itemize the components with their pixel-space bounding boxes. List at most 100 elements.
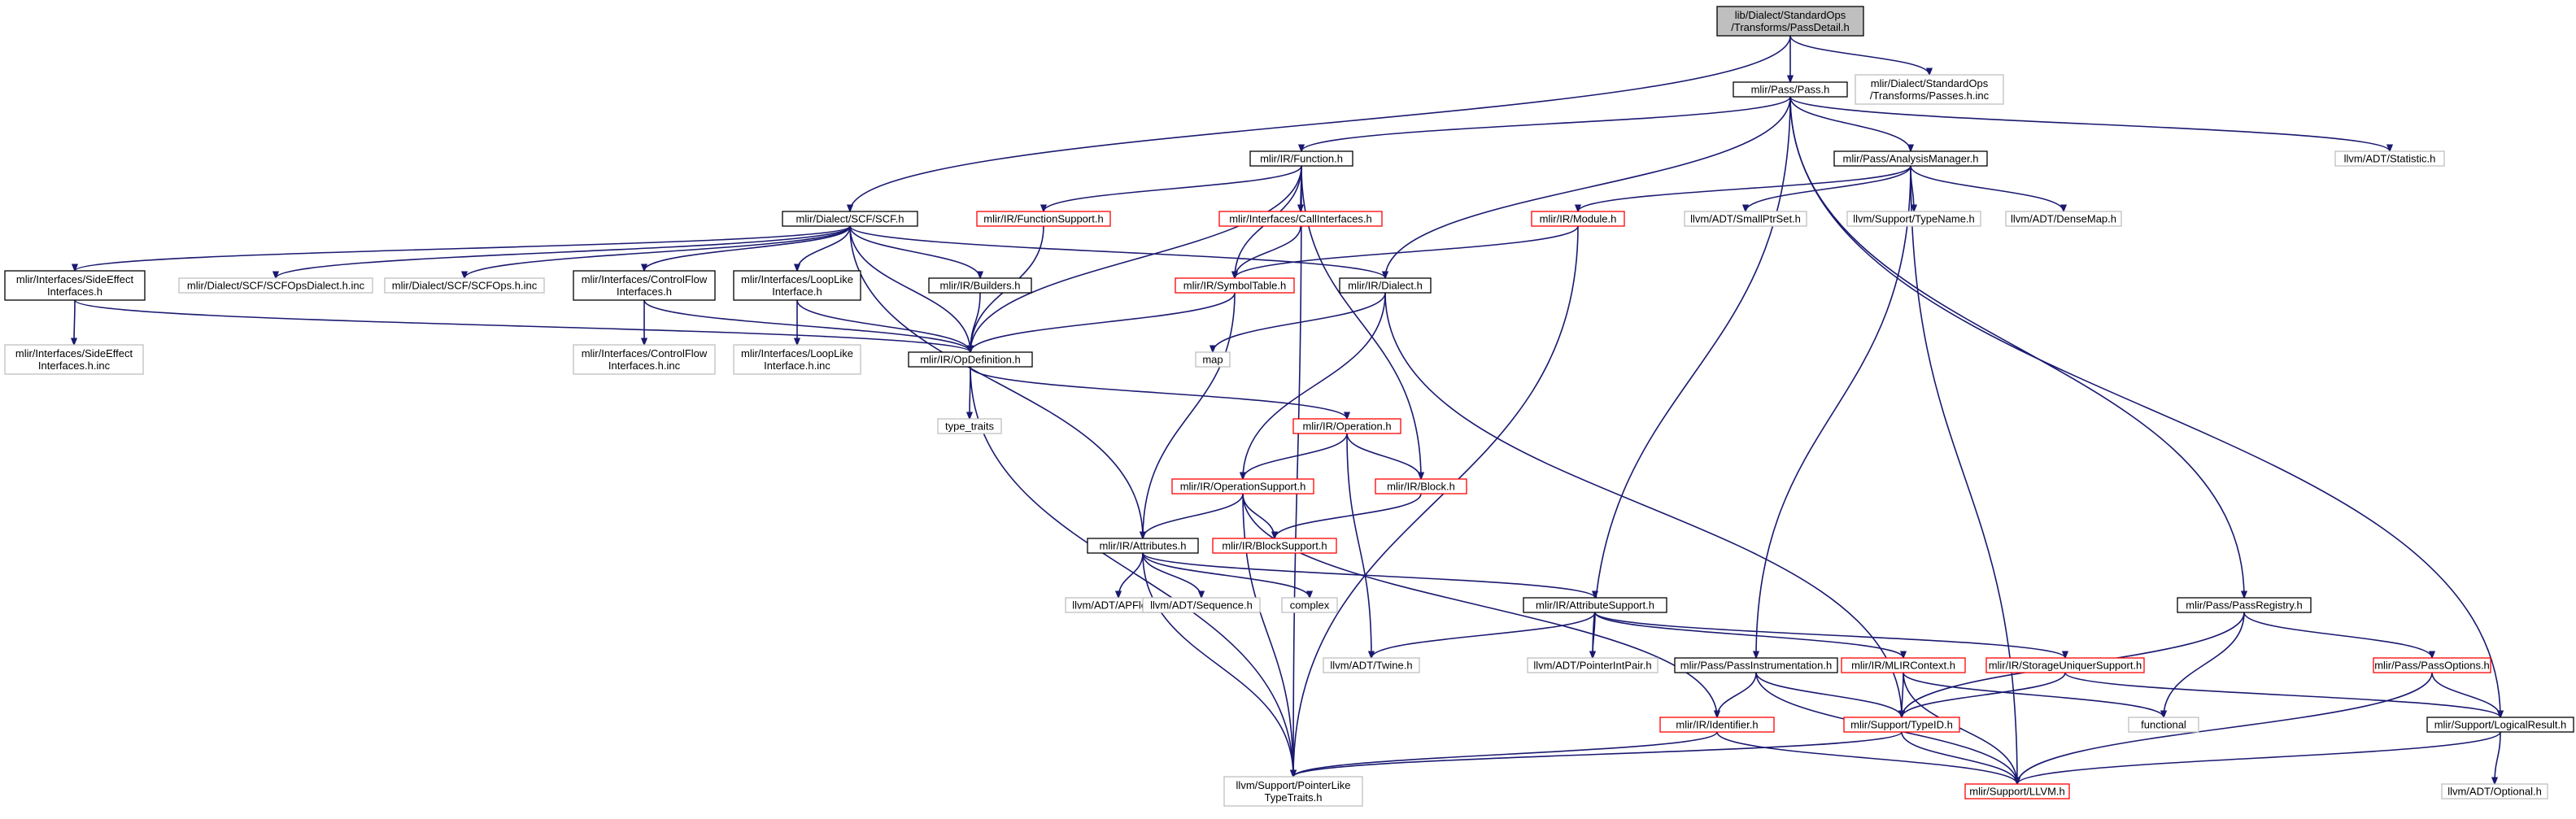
node-label: mlir/Interfaces/ControlFlow	[582, 273, 708, 285]
edge-attributes-to-pointerlike	[1142, 552, 1293, 777]
node-scfops_inc[interactable]: mlir/Dialect/SCF/SCFOps.h.inc	[384, 277, 545, 294]
node-box	[1292, 418, 1401, 434]
node-box	[2373, 657, 2491, 673]
node-typeid[interactable]: mlir/Support/TypeID.h	[1843, 717, 1960, 733]
node-function[interactable]: mlir/IR/Function.h	[1249, 150, 1353, 167]
node-sideeffect_inc[interactable]: mlir/Interfaces/SideEffectInterfaces.h.i…	[4, 344, 144, 375]
node-passinstr[interactable]: mlir/Pass/PassInstrumentation.h	[1674, 657, 1838, 673]
node-box	[2441, 783, 2548, 799]
edge-scf-to-scfops_inc	[464, 225, 851, 278]
node-label: llvm/ADT/Twine.h	[1330, 660, 1412, 672]
node-box	[1212, 538, 1337, 554]
node-twine[interactable]: llvm/ADT/Twine.h	[1323, 657, 1420, 673]
node-logicalresult[interactable]: mlir/Support/LogicalResult.h	[2426, 717, 2574, 733]
node-typename[interactable]: llvm/Support/TypeName.h	[1846, 211, 1981, 227]
edge-identifier-to-pointerlike	[1293, 731, 1718, 778]
node-label: mlir/Pass/PassOptions.h	[2374, 660, 2490, 672]
node-storageuniquer[interactable]: mlir/IR/StorageUniquerSupport.h	[1985, 657, 2145, 673]
node-map[interactable]: map	[1195, 351, 1231, 368]
node-label: mlir/IR/AttributeSupport.h	[1536, 599, 1654, 612]
node-label: llvm/ADT/PointerIntPair.h	[1533, 660, 1651, 672]
node-box	[1716, 6, 1864, 37]
node-label: Interface.h	[772, 285, 822, 298]
node-identifier[interactable]: mlir/IR/Identifier.h	[1659, 717, 1775, 733]
edge-passoptions-to-llvmh	[2017, 672, 2433, 784]
node-box	[1175, 277, 1295, 294]
node-box	[2128, 717, 2199, 733]
node-module[interactable]: mlir/IR/Module.h	[1531, 211, 1625, 227]
node-densemap[interactable]: llvm/ADT/DenseMap.h	[2005, 211, 2122, 227]
node-sequence[interactable]: llvm/ADT/Sequence.h	[1142, 597, 1261, 613]
node-box	[1523, 597, 1667, 613]
node-opdef[interactable]: mlir/IR/OpDefinition.h	[908, 351, 1033, 368]
node-dialect[interactable]: mlir/IR/Dialect.h	[1339, 277, 1432, 294]
node-box	[1846, 211, 1981, 227]
edge-attrsupport-to-mlircontext	[1594, 612, 1903, 658]
node-scfdialect_inc[interactable]: mlir/Dialect/SCF/SCFOpsDialect.h.inc	[178, 277, 373, 294]
edge-pass-to-function	[1301, 96, 1791, 151]
edge-pass-to-dialect	[1385, 96, 1791, 278]
node-passoptions[interactable]: mlir/Pass/PassOptions.h	[2373, 657, 2491, 673]
node-box	[2334, 150, 2445, 167]
edge-typeid-to-pointerlike	[1293, 731, 1903, 778]
node-functional[interactable]: functional	[2128, 717, 2199, 733]
node-complex[interactable]: complex	[1281, 597, 1338, 613]
node-passes_inc[interactable]: mlir/Dialect/StandardOps/Transforms/Pass…	[1855, 74, 2004, 105]
node-block[interactable]: mlir/IR/Block.h	[1375, 478, 1467, 494]
node-label: mlir/Pass/PassRegistry.h	[2186, 599, 2303, 612]
node-callif[interactable]: mlir/Interfaces/CallInterfaces.h	[1218, 211, 1383, 227]
node-label: map	[1202, 354, 1223, 366]
node-attrsupport[interactable]: mlir/IR/AttributeSupport.h	[1523, 597, 1667, 613]
node-controlflow_inc[interactable]: mlir/Interfaces/ControlFlowInterfaces.h.…	[573, 344, 716, 375]
node-box	[2177, 597, 2312, 613]
edge-scf-to-attributes	[849, 225, 1143, 538]
node-pointerintpair[interactable]: llvm/ADT/PointerIntPair.h	[1527, 657, 1658, 673]
node-label: mlir/IR/Function.h	[1260, 153, 1343, 165]
node-llvmh[interactable]: mlir/Support/LLVM.h	[1964, 783, 2070, 799]
node-label: mlir/IR/Operation.h	[1302, 420, 1391, 433]
node-scf[interactable]: mlir/Dialect/SCF/SCF.h	[782, 211, 918, 227]
edge-attributes-to-sequence	[1142, 552, 1201, 598]
node-pass[interactable]: mlir/Pass/Pass.h	[1733, 81, 1848, 98]
node-opsupport[interactable]: mlir/IR/OperationSupport.h	[1171, 478, 1314, 494]
node-attributes[interactable]: mlir/IR/Attributes.h	[1087, 538, 1199, 554]
node-statistic[interactable]: llvm/ADT/Statistic.h	[2334, 150, 2445, 167]
node-optional[interactable]: llvm/ADT/Optional.h	[2441, 783, 2548, 799]
node-box	[1281, 597, 1338, 613]
node-blocksupport[interactable]: mlir/IR/BlockSupport.h	[1212, 538, 1337, 554]
node-box	[1684, 211, 1807, 227]
node-operation[interactable]: mlir/IR/Operation.h	[1292, 418, 1401, 434]
edge-mlircontext-to-functional	[1903, 672, 2164, 717]
node-box	[733, 270, 861, 301]
node-funcsupport[interactable]: mlir/IR/FunctionSupport.h	[976, 211, 1111, 227]
node-symboltable[interactable]: mlir/IR/SymbolTable.h	[1175, 277, 1295, 294]
node-box	[573, 270, 716, 301]
node-mlircontext[interactable]: mlir/IR/MLIRContext.h	[1841, 657, 1966, 673]
edge-logicalresult-to-llvmh	[2017, 731, 2501, 784]
node-passregistry[interactable]: mlir/Pass/PassRegistry.h	[2177, 597, 2312, 613]
node-label: llvm/ADT/APFloat.h	[1072, 599, 1164, 612]
node-label: mlir/Interfaces/LoopLike	[741, 347, 853, 359]
node-box	[976, 211, 1111, 227]
node-label: mlir/IR/FunctionSupport.h	[983, 213, 1103, 225]
edge-attributes-to-apfloat	[1118, 552, 1144, 598]
edge-scf-to-dialect	[849, 225, 1385, 279]
node-analysis[interactable]: mlir/Pass/AnalysisManager.h	[1833, 150, 1988, 167]
edge-sideeffect-to-sideeffect_inc	[74, 299, 75, 345]
node-type_traits[interactable]: type_traits	[937, 418, 1002, 434]
node-box	[1964, 783, 2070, 799]
node-label: mlir/IR/SymbolTable.h	[1183, 280, 1286, 292]
node-smallptrset[interactable]: llvm/ADT/SmallPtrSet.h	[1684, 211, 1807, 227]
edge-dialect-to-opsupport	[1243, 292, 1386, 479]
node-builders[interactable]: mlir/IR/Builders.h	[928, 277, 1032, 294]
node-label: mlir/Interfaces/CallInterfaces.h	[1229, 213, 1372, 225]
node-label: mlir/Interfaces/SideEffect	[16, 273, 134, 285]
edge-mlircontext-to-llvmh	[1903, 672, 2017, 784]
edge-symboltable-to-attributes	[1143, 292, 1236, 538]
node-root[interactable]: lib/Dialect/StandardOps/Transforms/PassD…	[1716, 6, 1864, 37]
